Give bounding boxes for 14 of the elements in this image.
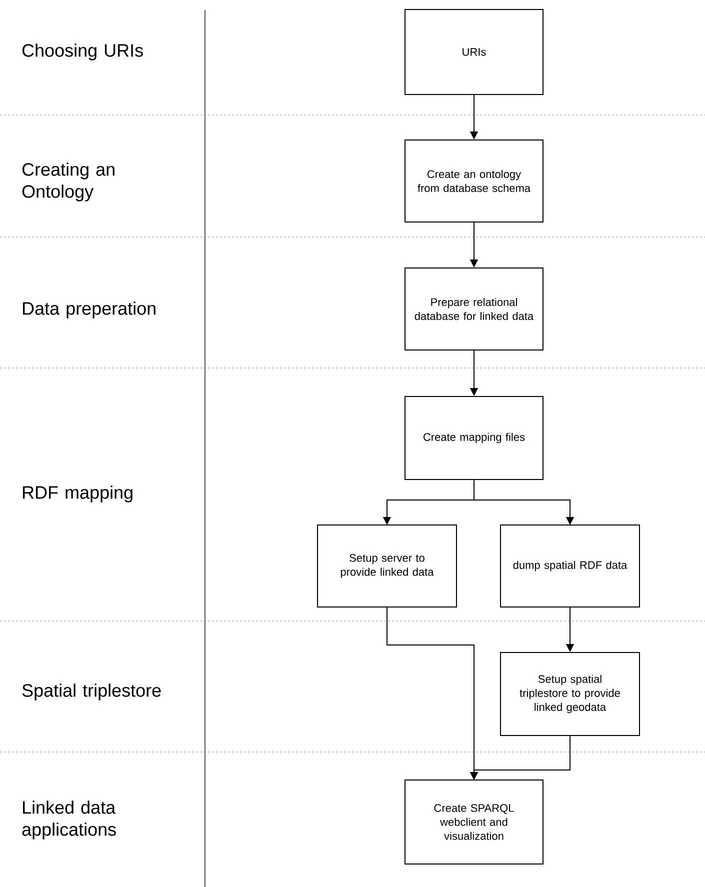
lane-label: Data preperation (23, 302, 156, 318)
process-box: Create an ontology from database schema (404, 140, 544, 222)
process-box: Create SPARQL webclient and visualization (404, 780, 544, 864)
process-box: dump spatial RDF data (500, 524, 640, 608)
lane-label: Spatial triplestore (22, 684, 161, 700)
process-box: Setup server to provide linked data (317, 524, 457, 608)
process-box: URIs (404, 9, 544, 95)
process-box: Setup spatial triplestore to provide linked geodata (500, 652, 640, 736)
lane-label: Linked data applications (22, 800, 116, 840)
lane-label: Choosing URIs (22, 44, 143, 60)
lane-label: Creating an Ontology (22, 162, 114, 202)
process-box: Prepare relational database for linked data (404, 268, 544, 350)
process-box: Create mapping files (404, 396, 544, 480)
lane-label: RDF mapping (23, 486, 132, 502)
